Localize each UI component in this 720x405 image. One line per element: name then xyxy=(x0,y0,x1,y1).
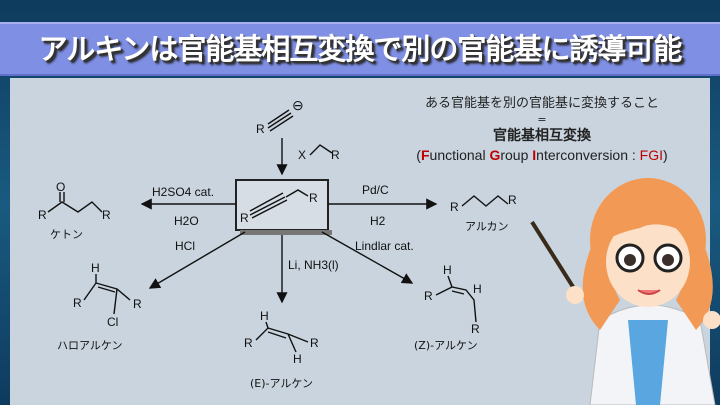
ketone-bonds xyxy=(47,192,103,213)
product-label: (E)-アルケン xyxy=(250,377,314,390)
e-alkene-bonds xyxy=(255,321,309,353)
atom-label: R xyxy=(424,289,433,303)
box-shadow xyxy=(240,230,332,235)
atom-label: R xyxy=(73,296,82,310)
reagent-label: Lindlar cat. xyxy=(355,239,414,253)
reagent-label: Li, NH3(l) xyxy=(288,258,339,272)
title-banner: アルキンは官能基相互変換で別の官能基に誘導可能 xyxy=(0,22,720,76)
atom-label: X xyxy=(298,148,307,162)
z-alkene-bonds xyxy=(435,275,477,323)
atom-label: R xyxy=(310,336,319,350)
atom-label: R xyxy=(133,297,142,311)
atom-label: R xyxy=(508,193,517,207)
atom-label: H xyxy=(293,352,302,366)
arrow-to-z-alkene xyxy=(321,231,414,284)
fgi-english: (Functional Group Interconversion : FGI) xyxy=(362,146,720,164)
atom-label: R xyxy=(450,200,459,214)
atom-label: R xyxy=(102,208,111,222)
internal-alkyne-bonds xyxy=(249,189,309,219)
product-label: ハロアルケン xyxy=(57,339,123,352)
atom-label: H xyxy=(473,282,482,296)
atom-label: H xyxy=(91,261,100,275)
atom-label: H xyxy=(443,263,452,277)
atom-label: H xyxy=(260,309,269,323)
paren: ( xyxy=(416,147,421,163)
fgi-abbr: FGI xyxy=(639,147,664,163)
page-title: アルキンは官能基相互変換で別の官能基に誘導可能 xyxy=(38,32,683,66)
definition-text: ある官能基を別の官能基に変換すること xyxy=(424,96,659,111)
alkyl-halide-bond xyxy=(309,144,333,156)
product-label: ケトン xyxy=(50,228,83,241)
atom-label: Cl xyxy=(107,315,119,329)
fgi-term: 官能基相互変換 xyxy=(493,128,591,144)
word: unctional xyxy=(429,147,490,163)
reagent-label: Pd/C xyxy=(362,183,389,197)
reagent-label: H2 xyxy=(370,214,386,228)
teacher-character-illustration xyxy=(530,178,720,405)
letter-i: I xyxy=(532,147,537,163)
word: nterconversion : xyxy=(536,147,640,163)
reagent-label: HCl xyxy=(175,239,195,253)
equals-sign: = xyxy=(537,113,547,126)
product-label: (Z)-アルケン xyxy=(414,339,478,352)
letter-g: G xyxy=(489,147,501,163)
arrow-to-haloalkene xyxy=(148,231,246,289)
letter-f: F xyxy=(420,147,430,163)
reagent-label: H2O xyxy=(174,214,199,228)
charge-label: ⊖ xyxy=(292,97,304,113)
atom-label: R xyxy=(309,191,318,205)
pointer-stick xyxy=(530,220,577,292)
fgi-definition: ある官能基を別の官能基に変換すること = 官能基相互変換 (Functional… xyxy=(362,94,720,164)
atom-label: R xyxy=(331,148,340,162)
atom-label: R xyxy=(240,211,249,225)
alkyne-box xyxy=(235,179,329,231)
product-label: アルカン xyxy=(465,220,509,233)
atom-label: O xyxy=(56,180,66,194)
triple-bond xyxy=(267,109,294,132)
atom-label: R xyxy=(244,336,253,350)
reagent-label: H2SO4 cat. xyxy=(152,185,215,199)
atom-label: R xyxy=(256,122,265,136)
atom-label: R xyxy=(471,322,480,336)
word: roup xyxy=(500,147,533,163)
atom-label: R xyxy=(38,208,47,222)
haloalkene-bonds xyxy=(83,274,131,315)
paren: ) xyxy=(663,147,668,163)
alkane-bonds xyxy=(461,195,509,207)
